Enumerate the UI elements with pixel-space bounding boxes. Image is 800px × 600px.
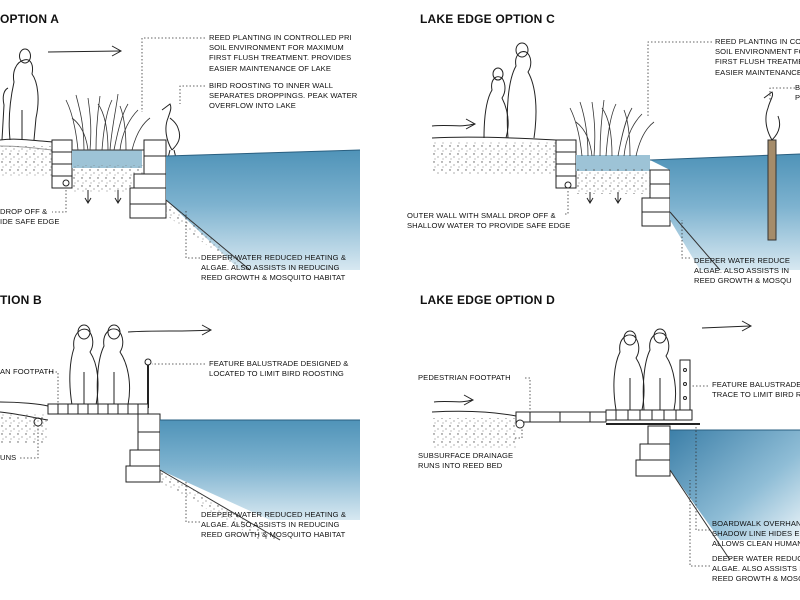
- people-figures-d: [613, 328, 677, 411]
- reed-planting-a: [65, 93, 151, 151]
- edge-wall-d: [635, 425, 671, 477]
- reed-planting-note-a: REED PLANTING IN CONTROLLED PRI SOIL ENV…: [209, 33, 352, 73]
- boardwalk-d: [605, 409, 700, 425]
- deeper-water-note-a: DEEPER WATER REDUCED HEATING & ALGAE. AL…: [201, 253, 347, 283]
- bird-roosting-note-c: B P: [795, 83, 800, 103]
- outer-wall-note-a: DROP OFF & IDE SAFE EDGE: [0, 207, 60, 227]
- panel-d-title: LAKE EDGE OPTION D: [420, 293, 555, 307]
- balustrade-note-b: FEATURE BALUSTRADE DESIGNED & LOCATED TO…: [209, 359, 349, 379]
- section-c-sketch: [431, 41, 800, 271]
- flow-arrow-d-small: [433, 394, 475, 406]
- outer-wall-a: [51, 139, 73, 189]
- heron-post-c: [763, 91, 781, 241]
- footpath-d: [515, 411, 607, 423]
- section-d-sketch: [431, 320, 800, 567]
- reed-planting-note-c: REED PLANTING IN CONT SOIL ENVIRONMENT F…: [715, 37, 800, 77]
- deeper-water-note-c: DEEPER WATER REDUCE ALGAE. ALSO ASSISTS …: [694, 256, 792, 286]
- flow-arrow-d: [701, 320, 753, 332]
- edge-wall-b: [125, 413, 161, 483]
- panel-b-title: TION B: [0, 293, 42, 307]
- footpath-note-d: PEDESTRIAN FOOTPATH: [418, 373, 511, 382]
- balustrade-note-d: FEATURE BALUSTRADE V TRACE TO LIMIT BIRD…: [712, 380, 800, 400]
- section-a-sketch: [0, 37, 361, 271]
- panel-a-title: OPTION A: [0, 12, 60, 26]
- people-figures-b: [69, 324, 131, 406]
- flow-arrow-c: [431, 118, 477, 130]
- footpath-note-b: AN FOOTPATH: [0, 367, 54, 376]
- outer-wall-note-c: OUTER WALL WITH SMALL DROP OFF & SHALLOW…: [407, 211, 571, 231]
- outer-wall-c: [555, 139, 577, 189]
- people-figures-c: [483, 42, 537, 139]
- balustrade-b: [144, 358, 152, 408]
- deeper-water-note-b: DEEPER WATER REDUCED HEATING & ALGAE. AL…: [201, 510, 347, 540]
- panel-c-title: LAKE EDGE OPTION C: [420, 12, 555, 26]
- boardwalk-note-d: BOARDWALK OVERHAN SHADOW LINE HIDES ED A…: [712, 519, 800, 549]
- drainage-note-d: SUBSURFACE DRAINAGE RUNS INTO REED BED: [418, 451, 514, 471]
- bird-roosting-note-a: BIRD ROOSTING TO INNER WALL SEPARATES DR…: [209, 81, 358, 111]
- drainage-note-b: UNS: [0, 453, 17, 462]
- footpath-b: [47, 403, 149, 415]
- flow-arrow-b: [127, 324, 213, 336]
- reed-planting-c: [569, 99, 655, 157]
- inner-wall-a: [129, 139, 167, 219]
- flow-arrow-a: [47, 45, 123, 57]
- deeper-water-note-d: DEEPER WATER REDUCE ALGAE. ALSO ASSISTS …: [712, 554, 800, 584]
- section-b-sketch: [0, 324, 360, 541]
- people-figures-a: [1, 48, 39, 141]
